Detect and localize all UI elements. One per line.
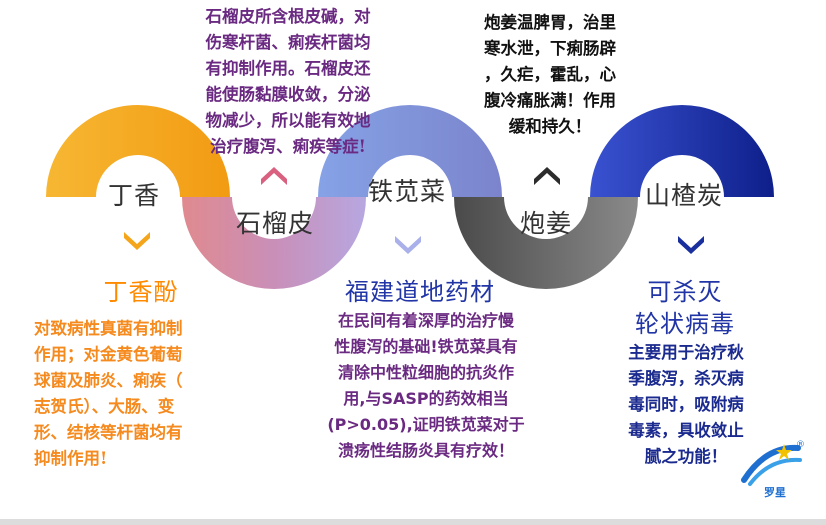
description-paojiang: 炮姜温脾胃，治里 寒水泄，下痢肠辟 ，久疟，霍乱，心 腹冷痛胀满！作用 缓和持久…	[484, 13, 616, 136]
arc-shiliupi	[182, 197, 366, 289]
description-shiliupi: 石榴皮所含根皮碱，对 伤寒杆菌、痢疾杆菌均 有抑制作用。石榴皮还 能使肠黏膜收敛…	[205, 7, 371, 156]
bottom-divider	[0, 519, 826, 525]
node-label-paojiang: 炮姜	[520, 209, 573, 238]
chevron-up-icon	[534, 167, 560, 185]
node-label-tiexiancai: 铁苋菜	[368, 177, 447, 206]
chevron-up-icon	[261, 167, 287, 185]
chevron-down-icon	[395, 236, 421, 254]
arc-tiexiancai	[318, 105, 502, 197]
node-label-shanzha: 山楂炭	[645, 181, 724, 210]
heading-dingxiang: 丁香酚	[103, 278, 179, 306]
logo-mark-icon	[741, 444, 802, 486]
logo-registered: ®	[796, 440, 805, 450]
arc-shanzha	[590, 105, 774, 197]
arc-dingxiang	[46, 105, 230, 197]
description-shanzha: 主要用于治疗秋 季腹泻，杀灭病 毒同时，吸附病 毒素，具收敛止 腻之功能！	[628, 343, 744, 466]
logo: ® 罗星	[736, 440, 806, 500]
chevron-down-icon	[124, 232, 150, 250]
chevron-down-icon	[678, 236, 704, 254]
logo-text: 罗星	[764, 486, 786, 499]
arc-paojiang	[454, 197, 638, 289]
description-dingxiang: 对致病性真菌有抑制 作用；对金黄色葡萄 球菌及肺炎、痢疾（ 志贺氏）、大肠、变 …	[34, 319, 183, 468]
heading-shanzha-line1: 可杀灭	[647, 278, 723, 306]
description-tiexiancai: 在民间有着深厚的治疗慢 性腹泻的基础!铁苋菜具有 清除中性粒细胞的抗炎作 用,与…	[327, 311, 525, 460]
heading-tiexiancai: 福建道地药材	[345, 278, 495, 306]
node-label-dingxiang: 丁香	[108, 181, 161, 210]
node-label-shiliupi: 石榴皮	[236, 209, 315, 238]
heading-shanzha-line2: 轮状病毒	[635, 310, 735, 338]
